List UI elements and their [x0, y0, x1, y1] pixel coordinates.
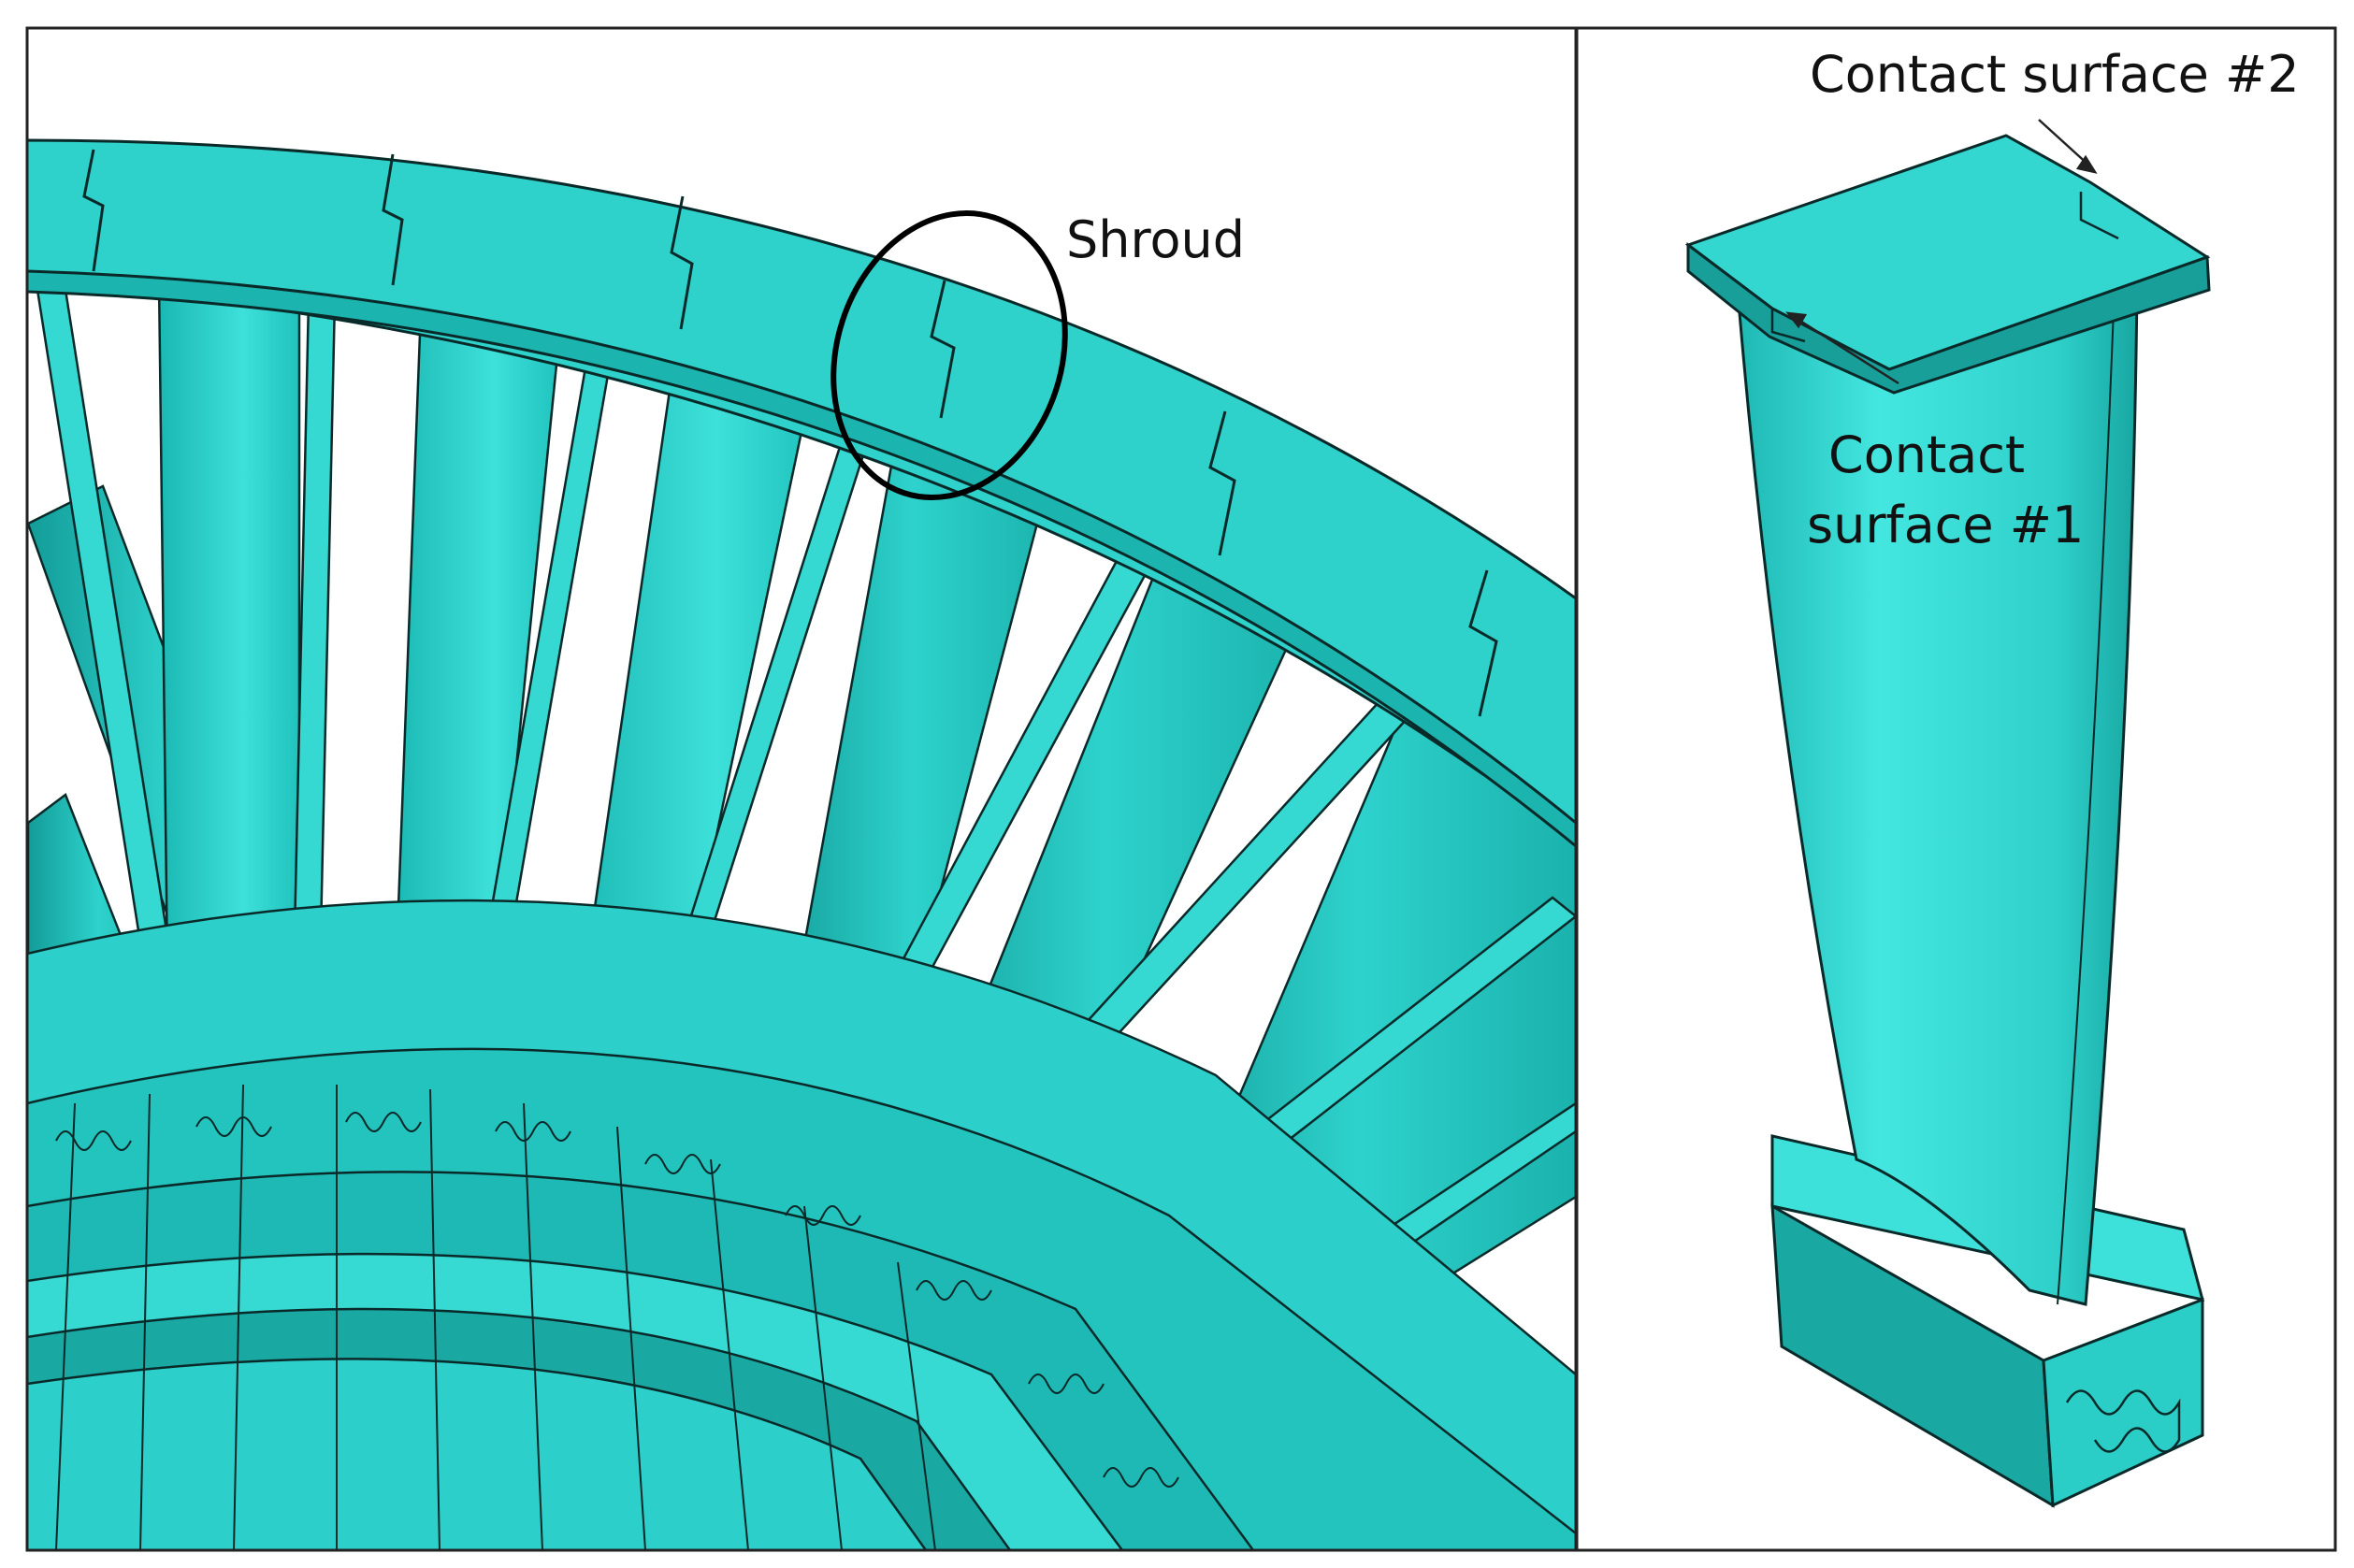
- shroud-callout-ellipse: [830, 209, 1068, 501]
- disk-spokes: [55, 1084, 936, 1550]
- contact-arrows: [1785, 119, 2098, 385]
- contact-surface-2-label: Contact surface #2: [1810, 45, 2300, 104]
- blade-airfoil: [1738, 283, 2139, 1306]
- contact-surface-1-label-line2: surface #1: [1807, 496, 2084, 554]
- right-panel-frame: [1575, 26, 2337, 1552]
- contact-surface-1-label-line1: Contact: [1828, 425, 2025, 484]
- shroud-ring: [27, 138, 1576, 848]
- firtree-slots: [55, 1112, 1179, 1488]
- rotor-disk: [27, 1171, 1255, 1550]
- shroud-label: Shroud: [1066, 210, 1245, 269]
- right-panel-single-blade: Contact surface #2 Contact surface #1: [1579, 28, 2335, 1550]
- left-panel-rotor-view: Shroud: [27, 28, 1576, 1550]
